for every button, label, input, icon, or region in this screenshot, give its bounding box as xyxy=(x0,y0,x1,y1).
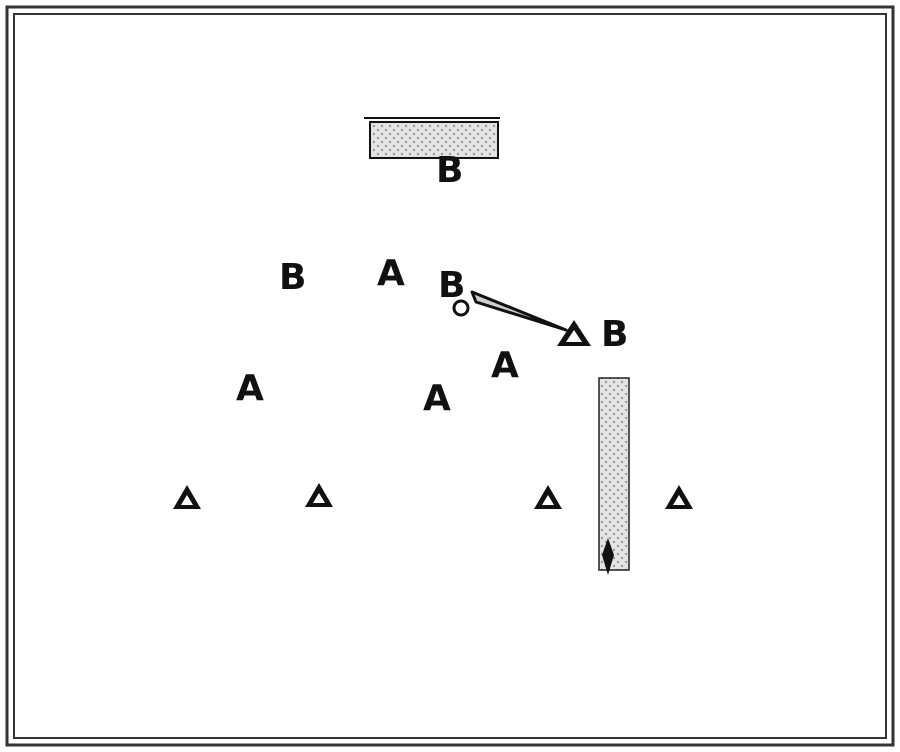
player-label-b-center: B xyxy=(438,265,465,306)
player-label-b-top: B xyxy=(436,150,463,191)
cone-marker-3 xyxy=(534,485,562,509)
top-bar-area xyxy=(369,121,499,159)
player-label-a-left: A xyxy=(236,368,264,409)
triangle-cone-inner xyxy=(566,330,582,342)
cone-marker-4 xyxy=(665,485,693,509)
player-label-a-top: A xyxy=(377,253,405,294)
cone-marker-2 xyxy=(305,483,333,507)
cone-marker-1 xyxy=(173,485,201,509)
outer-frame xyxy=(5,5,895,747)
wedge-arrow-icon xyxy=(470,290,568,332)
ball-icon xyxy=(452,299,470,317)
vertical-rod xyxy=(598,377,630,571)
player-label-b-left: B xyxy=(279,257,306,298)
cone-row xyxy=(173,483,693,509)
player-label-a-center: A xyxy=(423,378,451,419)
diamond-tip-icon xyxy=(602,538,614,575)
player-label-b-right: B xyxy=(601,314,628,355)
inner-frame xyxy=(13,13,887,739)
player-label-a-mid-right: A xyxy=(491,345,519,386)
